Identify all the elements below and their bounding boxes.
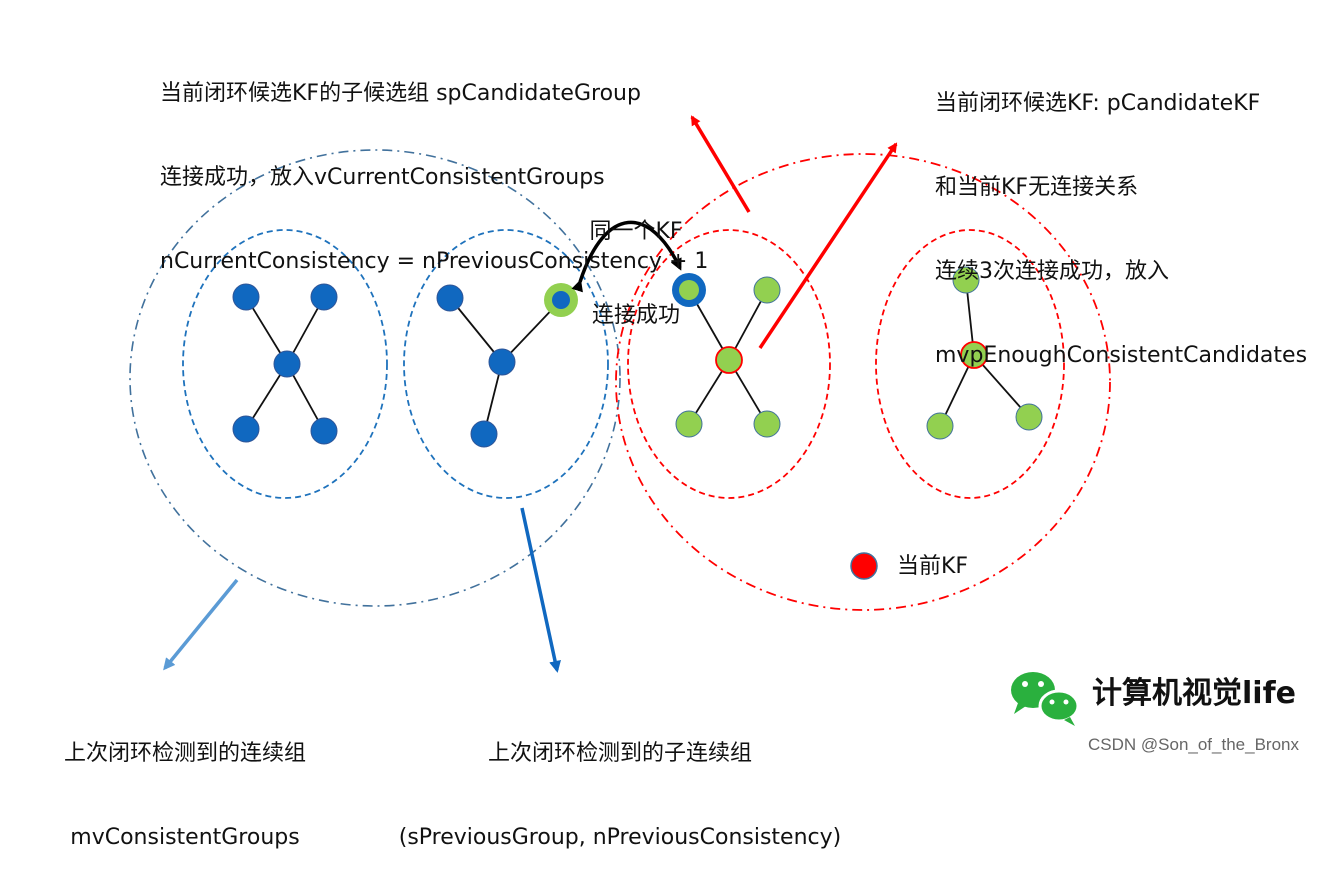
keyframe-node <box>273 350 301 378</box>
keyframe-node <box>753 276 781 304</box>
graph-group-1-nodes <box>232 283 338 445</box>
candidate-kf-node <box>960 341 988 369</box>
annotation-line: (sPreviousGroup, nPreviousConsistency) <box>398 825 842 850</box>
annotation-line: nCurrentConsistency = nPreviousConsisten… <box>160 249 709 274</box>
logo-text: 计算机视觉life <box>1092 676 1296 711</box>
keyframe-node <box>232 415 260 443</box>
inner-group-2 <box>403 229 609 499</box>
csdn-watermark: CSDN @Son_of_the_Bronx <box>1088 735 1299 754</box>
annotation-line: 和当前KF无连接关系 <box>935 175 1139 200</box>
red-arrow-to-top-right-text <box>758 142 898 349</box>
annotation-line: 上次闭环检测到的子连续组 <box>487 741 752 766</box>
inner-group-4 <box>875 229 1065 499</box>
annotation-line: 同一个KF <box>589 219 683 244</box>
keyframe-node <box>232 283 260 311</box>
annotation-line: 当前闭环候选KF: pCandidateKF <box>935 91 1261 116</box>
legend-current-kf-dot <box>850 552 878 580</box>
annotation-line: 连接成功，放入vCurrentConsistentGroups <box>160 165 605 190</box>
annotation-line: 当前闭环候选KF的子候选组 spCandidateGroup <box>160 81 641 106</box>
annotation-line: 上次闭环检测到的连续组 <box>63 741 306 766</box>
annotation-bottom-left: 上次闭环检测到的连续组 mvConsistentGroups <box>30 684 340 880</box>
annotation-top-right: 当前闭环候选KF: pCandidateKF 和当前KF无连接关系 连续3次连接… <box>935 34 1307 398</box>
shared-keyframe-node-core <box>552 291 570 309</box>
graph-group-4-nodes <box>926 266 1043 440</box>
keyframe-node <box>488 348 516 376</box>
annotation-middle: 同一个KF 连接成功 <box>566 162 706 358</box>
annotation-line: mvpEnoughConsistentCandidates <box>935 343 1308 368</box>
outer-group-current <box>615 153 1111 611</box>
annotation-line: mvConsistentGroups <box>70 825 300 850</box>
keyframe-node <box>1015 403 1043 431</box>
keyframe-node <box>926 412 954 440</box>
legend-current-kf-label: 当前KF <box>897 554 969 579</box>
light-blue-arrow-to-group-label <box>163 578 239 671</box>
annotation-bottom-middle: 上次闭环检测到的子连续组 (sPreviousGroup, nPreviousC… <box>385 684 855 880</box>
keyframe-node <box>470 420 498 448</box>
blue-arrow-to-subgroup-label <box>520 507 561 673</box>
loop-closure-diagram <box>129 115 1111 726</box>
annotation-line: 连续3次连接成功，放入 <box>935 259 1169 284</box>
inner-group-1 <box>182 229 388 499</box>
wechat-logo-icon <box>1011 672 1080 726</box>
candidate-kf-node <box>715 346 743 374</box>
keyframe-node <box>310 283 338 311</box>
connection-curved-arrow <box>571 220 682 293</box>
inner-group-3 <box>627 229 831 499</box>
graph-group-2-nodes <box>436 284 516 448</box>
annotation-line: 连接成功 <box>591 303 680 328</box>
outer-group-previous <box>129 149 621 607</box>
graph-group-3-nodes <box>675 276 781 438</box>
red-arrow-to-top-left-text <box>690 115 751 213</box>
keyframe-node <box>753 410 781 438</box>
keyframe-node <box>310 417 338 445</box>
keyframe-node <box>675 410 703 438</box>
keyframe-node <box>952 266 980 294</box>
annotation-top-left: 当前闭环候选KF的子候选组 spCandidateGroup 连接成功，放入vC… <box>160 24 708 304</box>
shared-keyframe-node-core <box>679 280 699 300</box>
keyframe-node <box>436 284 464 312</box>
